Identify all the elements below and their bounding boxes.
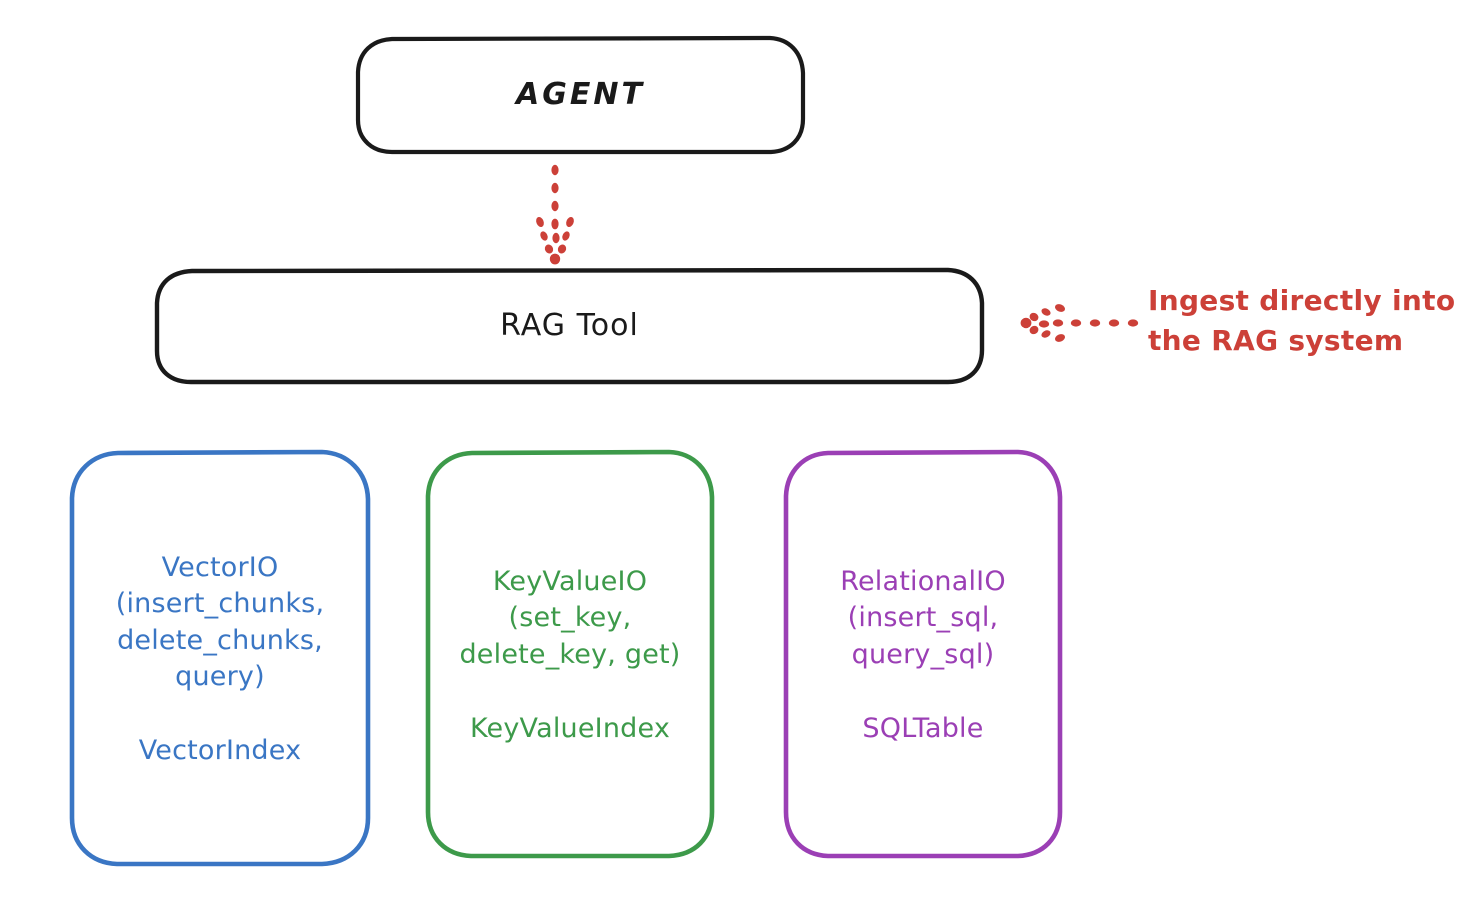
relational-io-index-label: SQLTable: [862, 712, 984, 744]
key-value-io-index-label: KeyValueIndex: [469, 712, 671, 744]
rag-tool-node[interactable]: RAG Tool: [157, 270, 982, 382]
vector-io-box-outline: [69, 449, 371, 867]
rag-tool-label: RAG Tool: [500, 307, 639, 343]
edge-agent-to-rag-tool: [536, 164, 574, 265]
key-value-io-box-outline: [425, 449, 715, 859]
vector-io-node[interactable]: VectorIO (insert_chunks, delete_chunks, …: [72, 452, 368, 864]
rag-tool-box-outline: [154, 267, 985, 385]
key-value-io-body: KeyValueIO (set_key, delete_key, get) Ke…: [428, 564, 712, 744]
relational-io-box-outline: [783, 449, 1063, 859]
vector-io-body: VectorIO (insert_chunks, delete_chunks, …: [72, 550, 368, 766]
agent-node[interactable]: AGENT: [358, 38, 803, 152]
vector-io-api-label: VectorIO (insert_chunks, delete_chunks, …: [115, 552, 325, 692]
key-value-io-api-label: KeyValueIO (set_key, delete_key, get): [459, 566, 681, 670]
agent-box-outline: [355, 35, 806, 155]
vector-io-index-label: VectorIndex: [138, 734, 302, 766]
relational-io-body: RelationalIO (insert_sql, query_sql) SQL…: [786, 564, 1060, 744]
key-value-io-node[interactable]: KeyValueIO (set_key, delete_key, get) Ke…: [428, 452, 712, 856]
edge-ingest-to-rag-tool: [1020, 304, 1139, 342]
agent-label: AGENT: [516, 76, 645, 112]
ingest-annotation-label: Ingest directly into the RAG system: [1148, 284, 1456, 357]
relational-io-node[interactable]: RelationalIO (insert_sql, query_sql) SQL…: [786, 452, 1060, 856]
relational-io-api-label: RelationalIO (insert_sql, query_sql): [840, 566, 1006, 670]
